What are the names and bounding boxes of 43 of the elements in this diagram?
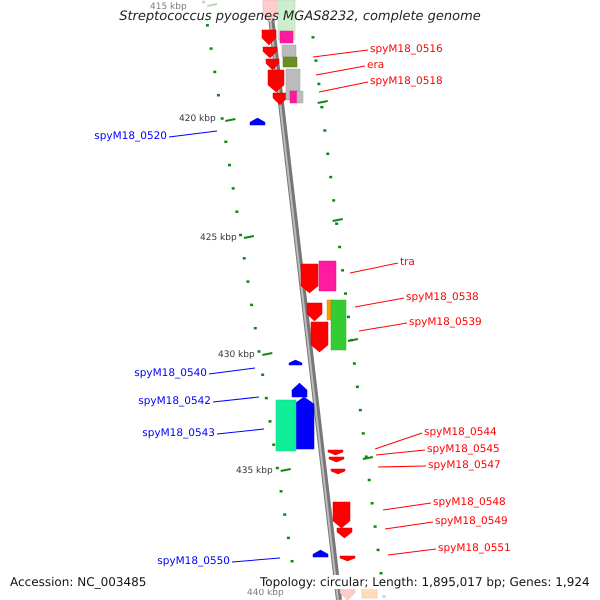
leader-line <box>374 432 422 450</box>
leader-line <box>376 450 426 456</box>
gene-label: spyM18_0520 <box>94 131 167 142</box>
leader-line <box>316 66 366 76</box>
gene-label: spyM18_0544 <box>424 427 497 438</box>
title: Streptococcus pyogenes MGAS8232, complete genome <box>118 10 482 23</box>
leader-line <box>358 322 408 332</box>
footer-text: Accession: NC_003485 <box>10 575 146 589</box>
gene-label: spyM18_0539 <box>409 317 482 328</box>
footer-text: Topology: circular; Length: 1,895,017 bp; Genes: 1,924 <box>260 575 590 589</box>
gene-label: spyM18_0516 <box>370 44 443 54</box>
gene-label: spyM18_0538 <box>406 292 479 302</box>
scale-label: 425 kbp <box>200 234 237 243</box>
scale-label: 435 kbp <box>236 467 273 476</box>
leader-line <box>208 368 256 374</box>
leader-line <box>216 428 264 434</box>
gene-label: spyM18_0549 <box>435 516 508 526</box>
gene-label: spyM18_0548 <box>433 497 506 508</box>
leader-line <box>318 82 368 92</box>
leader-line <box>388 548 436 556</box>
gene-label: spyM18_0551 <box>438 543 511 554</box>
scale-label: 440 kbp <box>247 589 284 598</box>
gene-label: era <box>367 60 384 70</box>
leader-line <box>354 298 404 308</box>
scale-label: 420 kbp <box>179 115 216 124</box>
leader-line <box>384 522 434 530</box>
leader-line <box>168 130 218 138</box>
leader-line <box>212 396 260 402</box>
scale-label: 415 kbp <box>150 3 187 12</box>
gene-label: spyM18_0545 <box>427 444 500 454</box>
leader-line <box>350 262 398 274</box>
gene-label: spyM18_0540 <box>134 368 207 378</box>
gene-label: spyM18_0547 <box>428 460 501 470</box>
gene-label: tra <box>400 257 415 268</box>
scale-label: 430 kbp <box>218 351 255 360</box>
leader-line <box>378 466 426 468</box>
leader-line <box>382 502 432 510</box>
leader-line <box>232 558 280 562</box>
gene-label: spyM18_0518 <box>370 76 443 86</box>
leader-line <box>312 50 368 58</box>
gene-label: spyM18_0550 <box>157 556 230 566</box>
gene-label: spyM18_0543 <box>142 428 215 438</box>
gene-label: spyM18_0542 <box>138 396 211 406</box>
